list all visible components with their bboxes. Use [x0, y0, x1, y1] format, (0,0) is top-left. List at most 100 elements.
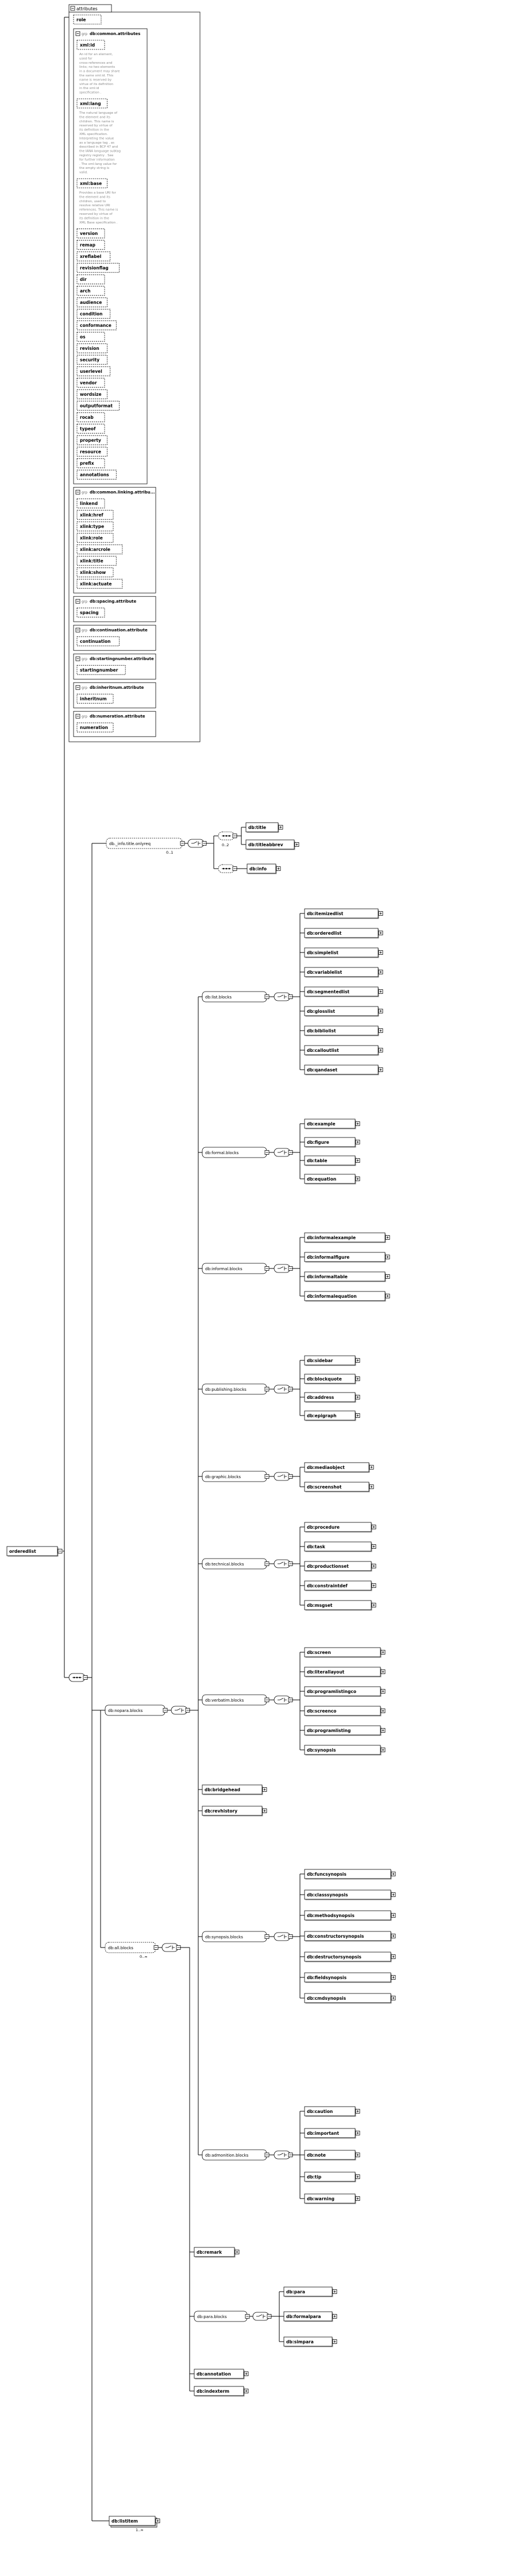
expand-plus-icon[interactable]: [380, 1650, 386, 1655]
attribute-condition[interactable]: condition: [76, 308, 111, 319]
element-db-titleabbrev[interactable]: db:titleabbrev: [245, 839, 295, 850]
element-db-programlistingco[interactable]: db:programlistingco: [304, 1686, 382, 1697]
expand-plus-icon[interactable]: [378, 970, 383, 974]
attribute-spacing[interactable]: spacing: [76, 607, 105, 618]
expand-plus-icon[interactable]: [378, 931, 383, 935]
element-db-listitem[interactable]: db:listitem: [109, 2516, 157, 2528]
expand-plus-icon[interactable]: [380, 1709, 386, 1713]
expand-plus-icon[interactable]: [371, 1544, 376, 1549]
expand-plus-icon[interactable]: [391, 1934, 396, 1938]
attribute-property[interactable]: property: [76, 435, 107, 445]
group-db-publishing-blocks[interactable]: db:publishing.blocks: [202, 1383, 267, 1395]
collapse-minus-icon[interactable]: [288, 2153, 293, 2157]
element-db-constructorsynopsis[interactable]: db:constructorsynopsis: [304, 1931, 392, 1942]
collapse-minus-icon[interactable]: [288, 1266, 293, 1271]
expand-plus-icon[interactable]: [380, 1669, 386, 1674]
attribute-xlink-actuate[interactable]: xlink:actuate: [76, 579, 123, 589]
element-db-revhistory[interactable]: db:revhistory: [202, 1806, 263, 1817]
element-db-variablelist[interactable]: db:variablelist: [304, 967, 379, 978]
expand-plus-icon[interactable]: [276, 866, 281, 871]
expand-plus-icon[interactable]: [355, 2109, 360, 2114]
collapse-minus-icon[interactable]: [264, 1561, 270, 1566]
element-db-constraintdef[interactable]: db:constraintdef: [304, 1580, 372, 1591]
expand-plus-icon[interactable]: [391, 1954, 396, 1959]
attribute-xml-base[interactable]: xml:base: [76, 178, 107, 188]
attribute-os[interactable]: os: [76, 331, 105, 342]
collapse-minus-icon[interactable]: [264, 1934, 270, 1939]
expand-plus-icon[interactable]: [332, 2314, 337, 2319]
element-db-screenshot[interactable]: db:screenshot: [304, 1482, 370, 1493]
collapse-minus-icon[interactable]: [264, 1150, 270, 1155]
expand-plus-icon[interactable]: [369, 1484, 374, 1489]
element-db-warning[interactable]: db:warning: [304, 2193, 356, 2204]
element-db-msgset[interactable]: db:msgset: [304, 1600, 372, 1611]
expand-plus-icon[interactable]: [244, 2389, 249, 2393]
expand-plus-icon[interactable]: [378, 1048, 383, 1052]
element-db-simplelist[interactable]: db:simplelist: [304, 947, 379, 958]
element-db-calloutlist[interactable]: db:calloutlist: [304, 1045, 379, 1056]
collapse-minus-icon[interactable]: [75, 656, 80, 661]
expand-plus-icon[interactable]: [385, 1235, 390, 1240]
attribute-audience[interactable]: audience: [76, 297, 107, 307]
expand-plus-icon[interactable]: [262, 1787, 267, 1792]
group-db-technical-blocks[interactable]: db:technical.blocks: [202, 1558, 267, 1569]
expand-plus-icon[interactable]: [391, 1892, 396, 1897]
collapse-minus-icon[interactable]: [75, 489, 80, 495]
expand-plus-icon[interactable]: [371, 1525, 376, 1529]
collapse-minus-icon[interactable]: [83, 1675, 88, 1680]
element-db-formalpara[interactable]: db:formalpara: [283, 2311, 333, 2322]
element-db-bibliolist[interactable]: db:bibliolist: [304, 1025, 379, 1036]
expand-plus-icon[interactable]: [355, 2153, 360, 2157]
attribute-typeof[interactable]: typeof: [76, 423, 105, 434]
expand-plus-icon[interactable]: [262, 1808, 267, 1813]
attribute-outputformat[interactable]: outputformat: [76, 400, 120, 411]
element-db-figure[interactable]: db:figure: [304, 1137, 356, 1148]
collapse-minus-icon[interactable]: [176, 1945, 181, 1950]
attribute-annotations[interactable]: annotations: [76, 469, 117, 480]
element-db-glosslist[interactable]: db:glosslist: [304, 1006, 379, 1017]
element-db-task[interactable]: db:task: [304, 1541, 372, 1552]
element-db-note[interactable]: db:note: [304, 2150, 356, 2161]
expand-plus-icon[interactable]: [378, 911, 383, 916]
element-db-funcsynopsis[interactable]: db:funcsynopsis: [304, 1869, 392, 1880]
element-db-indexterm[interactable]: db:indexterm: [194, 2386, 245, 2397]
element-db-literallayout[interactable]: db:literallayout: [304, 1667, 382, 1678]
collapse-minus-icon[interactable]: [288, 1387, 293, 1391]
attribute-xlink-arcrole[interactable]: xlink:arcrole: [76, 544, 123, 554]
collapse-minus-icon[interactable]: [70, 6, 75, 11]
element-db-epigraph[interactable]: db:epigraph: [304, 1410, 356, 1421]
group-db-synopsis-blocks[interactable]: db:synopsis.blocks: [202, 1931, 267, 1942]
attribute-version[interactable]: version: [76, 228, 105, 238]
expand-plus-icon[interactable]: [378, 1067, 383, 1072]
collapse-minus-icon[interactable]: [288, 1561, 293, 1566]
attribute-security[interactable]: security: [76, 354, 107, 365]
expand-plus-icon[interactable]: [355, 1376, 360, 1381]
expand-plus-icon[interactable]: [371, 1603, 376, 1607]
element-db-screen[interactable]: db:screen: [304, 1647, 382, 1658]
attribute-revision[interactable]: revision: [76, 343, 107, 353]
expand-plus-icon[interactable]: [385, 1274, 390, 1279]
attribute-dir[interactable]: dir: [76, 274, 105, 284]
expand-plus-icon[interactable]: [234, 2250, 240, 2254]
expand-plus-icon[interactable]: [355, 1177, 360, 1181]
attribute-prefix[interactable]: prefix: [76, 458, 105, 468]
collapse-minus-icon[interactable]: [180, 841, 185, 846]
collapse-minus-icon[interactable]: [288, 1474, 293, 1479]
expand-plus-icon[interactable]: [332, 2289, 337, 2294]
collapse-minus-icon[interactable]: [288, 994, 293, 999]
attribute-userlevel[interactable]: userlevel: [76, 366, 111, 376]
element-db-example[interactable]: db:example: [304, 1119, 356, 1129]
expand-plus-icon[interactable]: [371, 1583, 376, 1588]
group-db-all-blocks[interactable]: db:all.blocks: [105, 1942, 156, 1953]
attribute-remap[interactable]: remap: [76, 240, 105, 250]
group-db-info-title-onlyreq[interactable]: db._info.title.onlyreq: [106, 838, 183, 849]
expand-plus-icon[interactable]: [355, 1413, 360, 1418]
expand-plus-icon[interactable]: [355, 2174, 360, 2179]
collapse-minus-icon[interactable]: [232, 866, 237, 871]
collapse-minus-icon[interactable]: [232, 834, 237, 838]
collapse-minus-icon[interactable]: [75, 599, 80, 604]
element-db-remark[interactable]: db:remark: [194, 2247, 236, 2258]
